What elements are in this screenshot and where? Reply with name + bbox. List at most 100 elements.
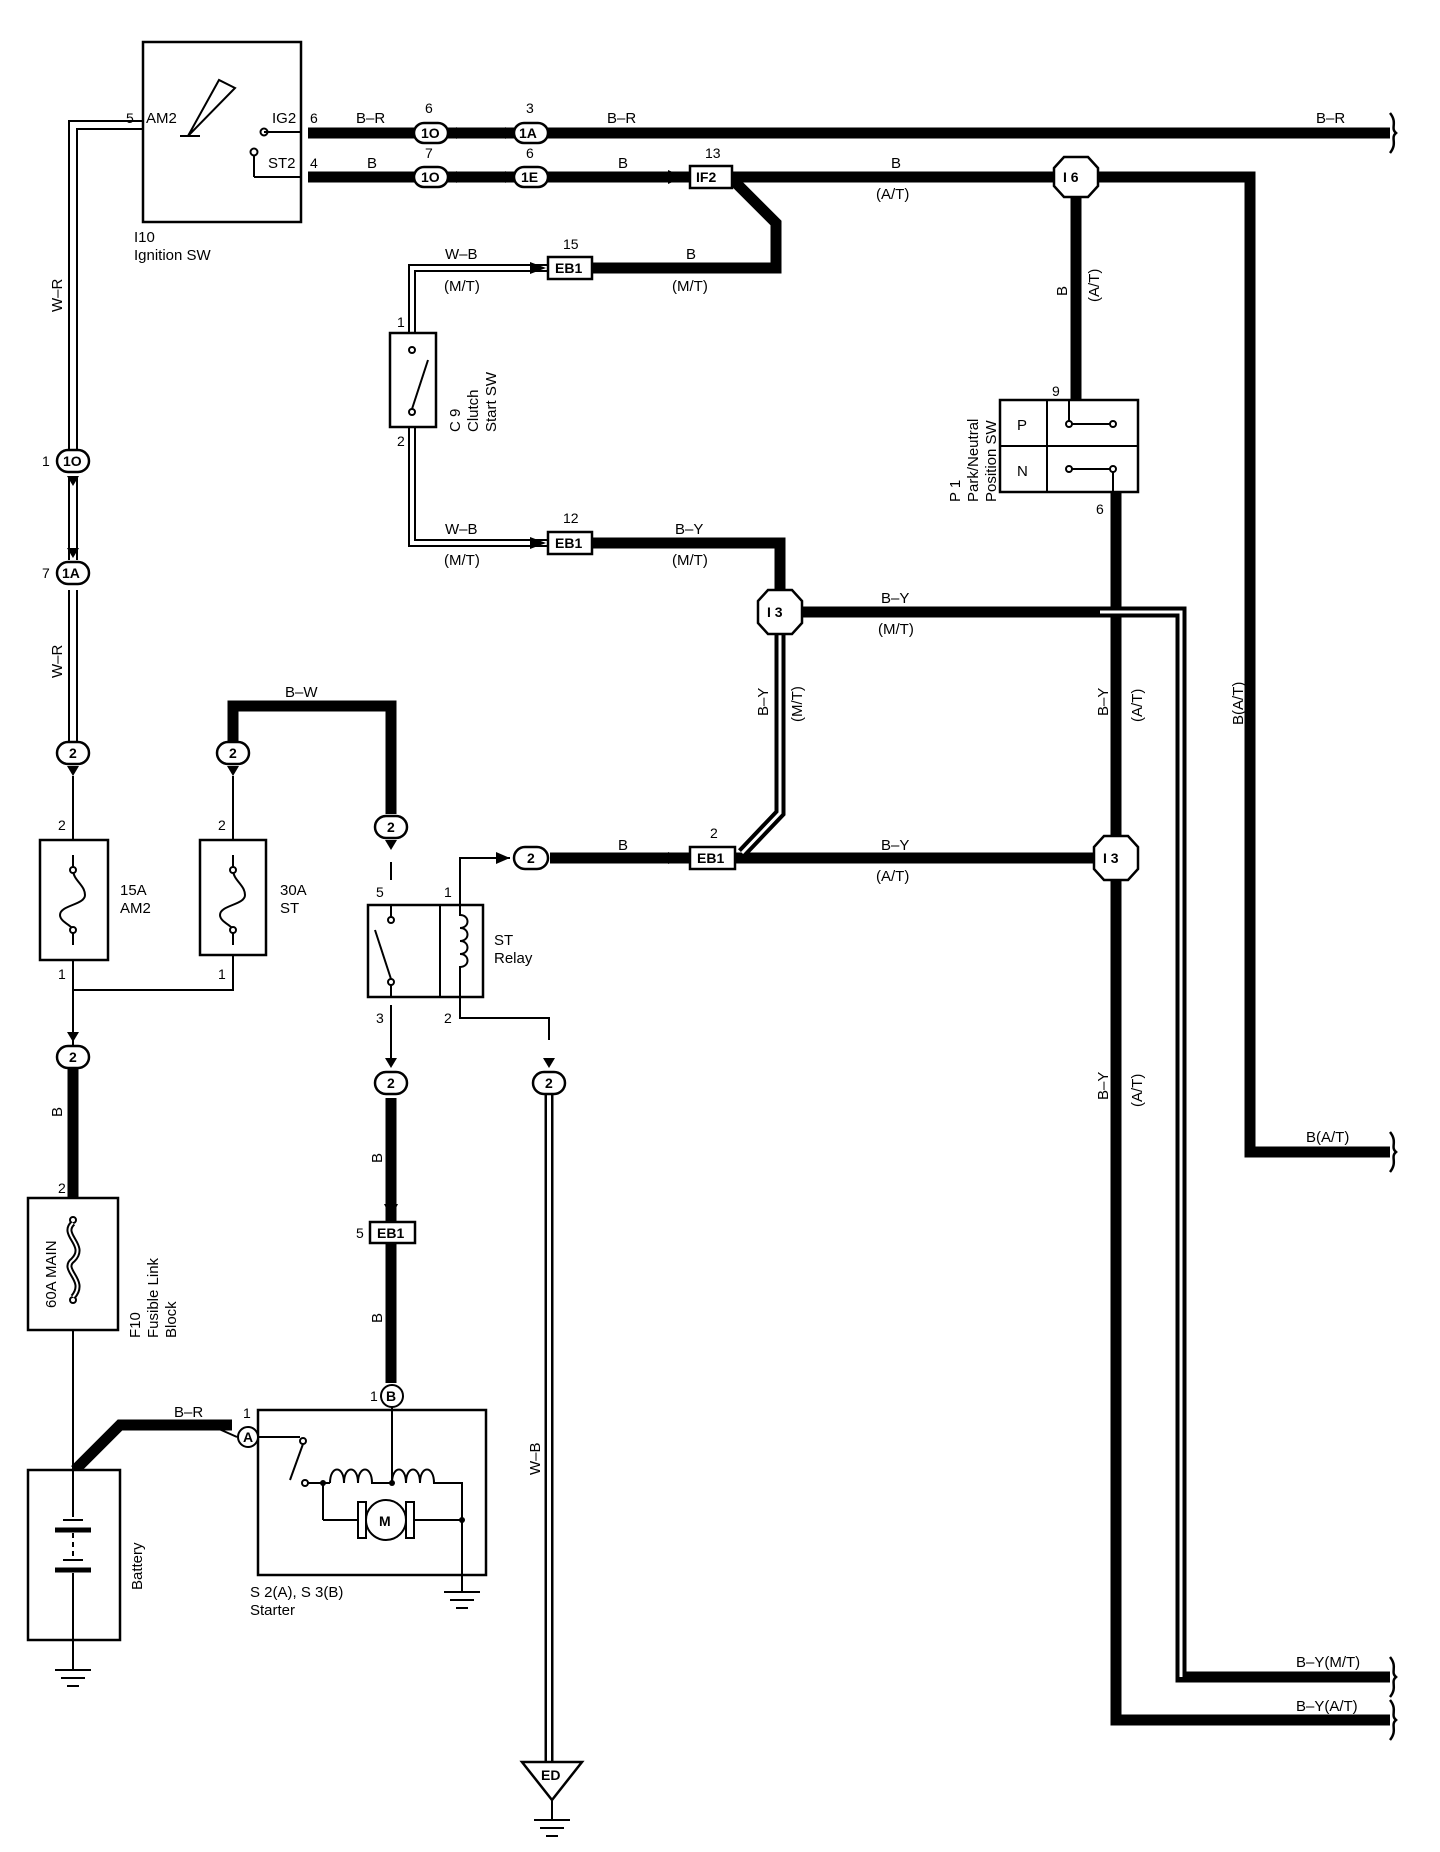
wire-label-mt-b15: (M/T) xyxy=(672,278,708,295)
fuse-am2-name: AM2 xyxy=(120,900,151,917)
wire-label-br-3: B–R xyxy=(1316,110,1345,127)
connector-1o-left: 1O xyxy=(63,453,82,469)
wire-label-at-low: (A/T) xyxy=(1129,1074,1146,1107)
connector-eb1-15-pin: 15 xyxy=(563,236,579,252)
pn-pin-top: 9 xyxy=(1052,383,1060,399)
ground-icon xyxy=(55,1669,91,1687)
clutch-name-1: Clutch xyxy=(465,389,482,432)
connector-2-relay1: 2 xyxy=(527,850,535,866)
connector-1a-ig-pin: 3 xyxy=(526,100,534,116)
connector-1o-st-pin: 7 xyxy=(425,145,433,161)
fusible-link-pin: 2 xyxy=(58,1180,66,1196)
connector-1o-ig: 1O xyxy=(421,125,440,141)
wire-label-b-at-top: B xyxy=(891,155,901,172)
connector-1o-st: 1O xyxy=(421,169,440,185)
pn-pin-bottom: 6 xyxy=(1096,501,1104,517)
wire-label-mt-i3: (M/T) xyxy=(878,621,914,638)
wire-label-at-i6-down: (A/T) xyxy=(1086,269,1103,302)
connector-eb1-5-pin: 5 xyxy=(356,1225,364,1241)
wire-label-bat-out: B(A/T) xyxy=(1306,1129,1349,1146)
thick-wires xyxy=(67,127,1390,1726)
wire-label-by-pn: B–Y xyxy=(1095,688,1112,716)
connector-eb1-15: EB1 xyxy=(555,260,582,276)
relay-name-1: ST xyxy=(494,932,513,949)
wire-label-wb-15: W–B xyxy=(445,246,478,263)
starter-pin-b: 1 xyxy=(370,1388,378,1404)
wire-label-wr-lower: W–R xyxy=(49,645,66,679)
relay-pin-1: 1 xyxy=(444,884,452,900)
connector-if2-pin: 13 xyxy=(705,145,721,161)
wire-label-by-12: B–Y xyxy=(675,521,703,538)
ignition-ig2-terminal: IG2 xyxy=(272,110,296,127)
starter-pin-a: 1 xyxy=(243,1405,251,1421)
connector-eb1-12-pin: 12 xyxy=(563,510,579,526)
connector-eb1-2-pin: 2 xyxy=(710,825,718,841)
connector-eb1-12: EB1 xyxy=(555,535,582,551)
wire-if2-eb1-15 xyxy=(592,173,782,274)
clutch-pin-bottom: 2 xyxy=(397,433,405,449)
wire-label-byat-out: B–Y(A/T) xyxy=(1296,1698,1358,1715)
pn-position-p: P xyxy=(1017,417,1027,434)
connectors: 1O 6 1A 3 1O 7 1E 6 IF2 13 I 6 EB1 15 EB… xyxy=(42,100,1140,1245)
connector-if2: IF2 xyxy=(696,169,716,185)
fuse-am2-pin-bottom: 1 xyxy=(58,966,66,982)
fuse-am2: 2 1 15A AM2 xyxy=(38,817,151,982)
wire-labels: B–R B–R B–R B B B (A/T) W–B (M/T) B (M/T… xyxy=(49,110,1360,1715)
wire-eb1-12-i3 xyxy=(592,537,786,590)
ignition-st2-terminal: ST2 xyxy=(268,155,296,172)
connector-1o-ig-pin: 6 xyxy=(425,100,433,116)
starter-name: Starter xyxy=(250,1602,295,1619)
st-relay: 5 1 3 2 ST Relay xyxy=(366,884,533,1026)
wire-label-bw: B–W xyxy=(285,684,318,701)
connector-2-am2: 2 xyxy=(69,745,77,761)
wire-label-by-at2: B–Y xyxy=(881,837,909,854)
ignition-am2-terminal: AM2 xyxy=(146,110,177,127)
connector-2-main: 2 xyxy=(69,1049,77,1065)
connector-eb1-2: EB1 xyxy=(697,850,724,866)
connector-i6: I 6 xyxy=(1063,169,1079,185)
park-neutral-switch: P N 9 6 P 1 Park/Neutral Position SW xyxy=(947,383,1140,517)
connector-1e-st-pin: 6 xyxy=(526,145,534,161)
connector-i3-at: I 3 xyxy=(1103,850,1119,866)
pn-id: P 1 xyxy=(947,480,964,502)
connector-2-relay3: 2 xyxy=(387,1075,395,1091)
wire-label-b-relay1: B xyxy=(618,837,628,854)
wire-label-wb-12: W–B xyxy=(445,521,478,538)
ignition-pin-ig2: 6 xyxy=(310,110,318,126)
pn-position-n: N xyxy=(1017,463,1028,480)
connector-i3-mt: I 3 xyxy=(767,604,783,620)
wire-label-br-battery: B–R xyxy=(174,1404,203,1421)
wire-label-br-2: B–R xyxy=(607,110,636,127)
fuse-st-name: ST xyxy=(280,900,299,917)
fusible-link-id: F10 xyxy=(127,1312,144,1338)
battery: Battery xyxy=(26,1468,146,1642)
wire-label-at-pn: (A/T) xyxy=(1129,689,1146,722)
starter: A 1 B 1 M S 2(A), S 3(B) Starter xyxy=(209,1384,488,1619)
fusible-link-rating: 60A MAIN xyxy=(43,1240,60,1308)
wire-label-b-i6-down: B xyxy=(1054,286,1071,296)
fuse-st-pin-top: 2 xyxy=(218,817,226,833)
connector-1a-ig: 1A xyxy=(519,125,537,141)
connector-2-relay2: 2 xyxy=(545,1075,553,1091)
wire-label-bymt-out: B–Y(M/T) xyxy=(1296,1654,1360,1671)
wire-label-b-main: B xyxy=(49,1107,66,1117)
fuse-st-pin-bottom: 1 xyxy=(218,966,226,982)
ground-ed: ED xyxy=(519,1760,585,1837)
wire-label-mt-down: (M/T) xyxy=(789,686,806,722)
wire-label-b-st1: B xyxy=(367,155,377,172)
ignition-id: I10 xyxy=(134,229,155,246)
relay-name-2: Relay xyxy=(494,950,533,967)
wire-battery-br xyxy=(71,1419,232,1474)
wire-label-mt-wb12: (M/T) xyxy=(444,552,480,569)
fusible-link-name-1: Fusible Link xyxy=(145,1257,162,1338)
wire-ends xyxy=(1388,112,1398,1741)
starter-id: S 2(A), S 3(B) xyxy=(250,1584,343,1601)
wire-label-by-down-mt: B–Y xyxy=(755,688,772,716)
relay-pin-2: 2 xyxy=(444,1010,452,1026)
wire-i6-right xyxy=(1096,171,1390,1158)
wire-i3at-down xyxy=(1110,880,1390,1726)
fuse-am2-pin-top: 2 xyxy=(58,817,66,833)
wire-i3-right xyxy=(800,606,1390,1683)
wire-label-br-1: B–R xyxy=(356,110,385,127)
fusible-link-name-2: Block xyxy=(163,1301,180,1338)
